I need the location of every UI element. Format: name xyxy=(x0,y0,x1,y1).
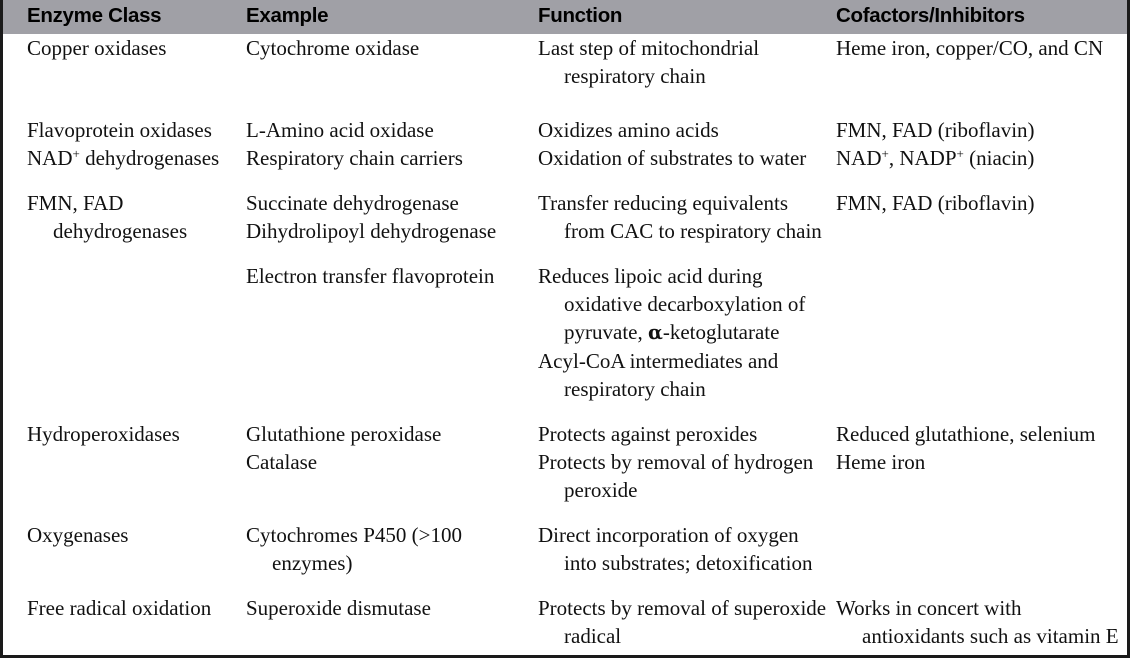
cell-line: Dihydrolipoyl dehydrogenase xyxy=(246,219,497,243)
table-row: Free radical oxidation Superoxide dismuta… xyxy=(3,594,1127,655)
cell-example: Cytochromes P450 (>100 enzymes) xyxy=(246,521,536,577)
cell-line: Transfer reducing equivalents from CAC t… xyxy=(538,191,822,243)
cell-line: Electron transfer flavoprotein xyxy=(246,264,495,288)
cell-example: Cytochrome oxidase xyxy=(246,34,536,62)
cell-enzyme_class: Copper oxidases xyxy=(27,34,245,62)
cell-cofactors: Works in concert with antioxidants such … xyxy=(836,594,1126,650)
cell-enzyme_class: Free radical oxidation xyxy=(27,594,245,622)
cell-example: Electron transfer flavoprotein xyxy=(246,262,536,290)
cell-line: L-Amino acid oxidase xyxy=(246,118,434,142)
table-row: Copper oxidases Cytochrome oxidase Last st… xyxy=(3,34,1127,116)
cell-function: Transfer reducing equivalents from CAC t… xyxy=(538,189,834,245)
column-header-cofactors: Cofactors/Inhibitors xyxy=(836,4,1025,27)
cell-enzyme_class: Oxygenases xyxy=(27,521,245,549)
cell-line: Hydroperoxidases xyxy=(27,422,180,446)
cell-enzyme_class: Hydroperoxidases xyxy=(27,420,245,448)
cell-line: Heme iron, copper/CO, and CN xyxy=(836,36,1104,60)
cell-enzyme_class: FMN, FAD dehydrogenases xyxy=(27,189,245,245)
cell-line: Last step of mitochondrial respiratory c… xyxy=(538,36,760,88)
cell-function: Direct incorporation of oxygen into subs… xyxy=(538,521,834,577)
cell-line: Protects by removal of superoxide radica… xyxy=(538,596,827,648)
cell-line: Free radical oxidation xyxy=(27,596,212,620)
table-body: Copper oxidases Cytochrome oxidase Last st… xyxy=(3,34,1127,655)
cell-line: Respiratory chain carriers xyxy=(246,146,463,170)
cell-line: Cytochromes P450 (>100 enzymes) xyxy=(246,523,462,575)
cell-line: Reduced glutathione, selenium xyxy=(836,422,1096,446)
cell-line: Copper oxidases xyxy=(27,36,167,60)
cell-line: Works in concert with antioxidants such … xyxy=(836,596,1119,648)
cell-line: Oxygenases xyxy=(27,523,129,547)
cell-line: Reduces lipoic acid during oxidative dec… xyxy=(538,264,806,344)
cell-line: FMN, FAD dehydrogenases xyxy=(27,191,188,243)
cell-cofactors: Heme iron, copper/CO, and CN xyxy=(836,34,1126,62)
cell-line: Oxidizes amino acids xyxy=(538,118,719,142)
table-row: Electron transfer flavoprotein Reduces li… xyxy=(3,262,1127,420)
cell-line: NAD+, NADP+ (niacin) xyxy=(836,146,1035,170)
column-header-example: Example xyxy=(246,4,329,27)
table-header-row: Enzyme Class Example Function Cofactors/… xyxy=(3,0,1127,34)
cell-line: Flavoprotein oxidases xyxy=(27,118,212,142)
cell-line: FMN, FAD (riboflavin) xyxy=(836,118,1035,142)
cell-line: NAD+ dehydrogenases xyxy=(27,146,220,170)
cell-line: Glutathione peroxidase xyxy=(246,422,442,446)
cell-line: Catalase xyxy=(246,450,318,474)
cell-cofactors: FMN, FAD (riboflavin) xyxy=(836,189,1126,217)
cell-line: FMN, FAD (riboflavin) xyxy=(836,191,1035,215)
cell-line: Protects by removal of hydrogen peroxide xyxy=(538,450,814,502)
column-header-function: Function xyxy=(538,4,623,27)
cell-function: Reduces lipoic acid during oxidative dec… xyxy=(538,262,834,403)
column-header-enzyme-class: Enzyme Class xyxy=(27,4,162,27)
cell-example: Superoxide dismutase xyxy=(246,594,536,622)
cell-line: Direct incorporation of oxygen into subs… xyxy=(538,523,813,575)
cell-function: Protects by removal of superoxide radica… xyxy=(538,594,834,650)
cell-line: Acyl-CoA intermediates and respiratory c… xyxy=(538,349,779,401)
cell-cofactors: FMN, FAD (riboflavin) NAD+, NADP+ (niacin… xyxy=(836,116,1126,172)
cell-function: Last step of mitochondrial respiratory c… xyxy=(538,34,834,90)
cell-line: Oxidation of substrates to water xyxy=(538,146,807,170)
cell-line: Heme iron xyxy=(836,450,926,474)
cell-line: Superoxide dismutase xyxy=(246,596,431,620)
table-row: FMN, FAD dehydrogenases Succinate dehydro… xyxy=(3,189,1127,262)
cell-line: Succinate dehydrogenase xyxy=(246,191,459,215)
cell-line: Cytochrome oxidase xyxy=(246,36,420,60)
cell-line: Protects against peroxides xyxy=(538,422,758,446)
table-row: Oxygenases Cytochromes P450 (>100 enzymes… xyxy=(3,521,1127,594)
